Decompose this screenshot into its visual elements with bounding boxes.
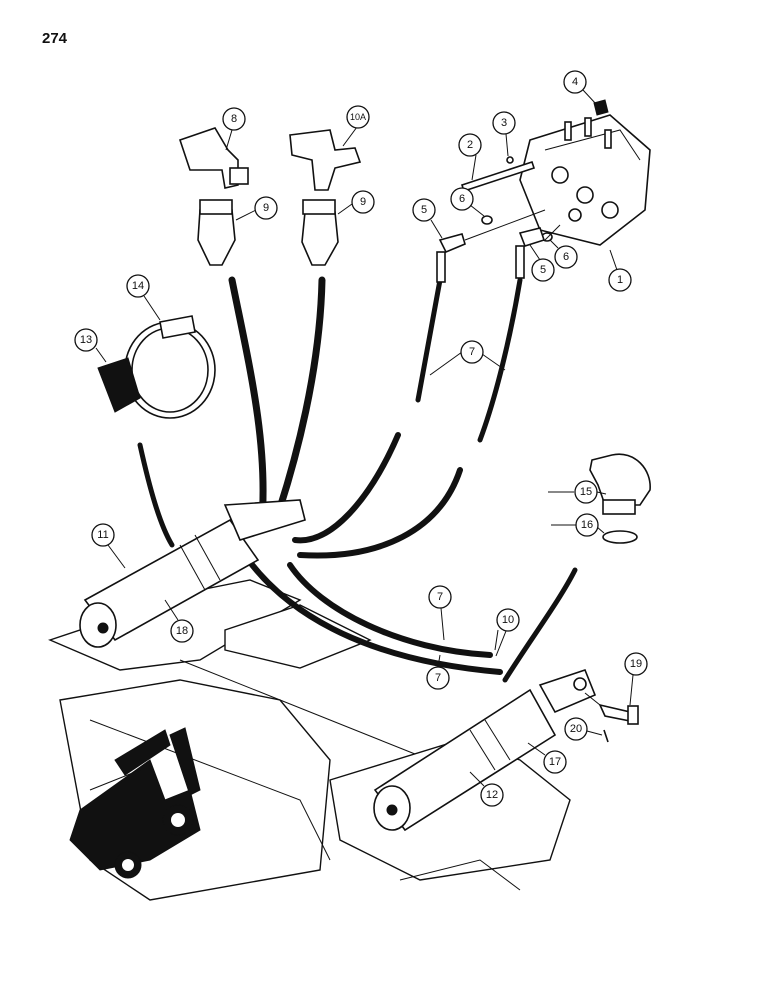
callout-label: 8 <box>231 113 237 125</box>
control-valve <box>519 99 651 246</box>
callout-label: 2 <box>467 139 473 151</box>
hose-strap <box>97 315 216 419</box>
tee-fittings <box>178 127 362 266</box>
callout-label: 5 <box>421 204 427 216</box>
right-cylinder <box>373 669 597 832</box>
callout-label: 18 <box>176 625 188 637</box>
pin-and-cotter <box>584 692 639 743</box>
callout-label: 15 <box>580 486 592 498</box>
callout-label: 5 <box>540 264 546 276</box>
callout-label: 11 <box>97 529 108 541</box>
callout-label: 7 <box>469 346 475 358</box>
callout-label: 10 <box>502 614 514 626</box>
forklift-silhouette <box>69 727 201 879</box>
hoses <box>137 276 578 683</box>
callout-label: 9 <box>360 196 366 208</box>
callout-label: 3 <box>501 117 507 129</box>
callout-label: 9 <box>263 202 269 214</box>
callout-label: 20 <box>570 723 582 735</box>
callout-label: 4 <box>572 76 578 88</box>
callout-label: 6 <box>459 193 465 205</box>
callout-label: 6 <box>563 251 569 263</box>
callout-label: 7 <box>437 591 443 603</box>
left-cylinder <box>79 499 306 648</box>
callout-label: 7 <box>435 672 441 684</box>
callouts: 1 2 3 4 5 5 6 6 7 7 <box>74 70 648 807</box>
callout-label: 1 <box>617 274 623 286</box>
callout-label: 19 <box>630 658 642 670</box>
callout-label: 10A <box>350 112 366 122</box>
callout-label: 13 <box>80 334 92 346</box>
page-number: 274 <box>42 30 68 47</box>
elbow-and-oring <box>589 453 651 544</box>
callout-label: 14 <box>132 280 144 292</box>
callout-label: 16 <box>581 519 593 531</box>
callout-label: 17 <box>549 756 561 768</box>
callout-label: 12 <box>486 789 498 801</box>
